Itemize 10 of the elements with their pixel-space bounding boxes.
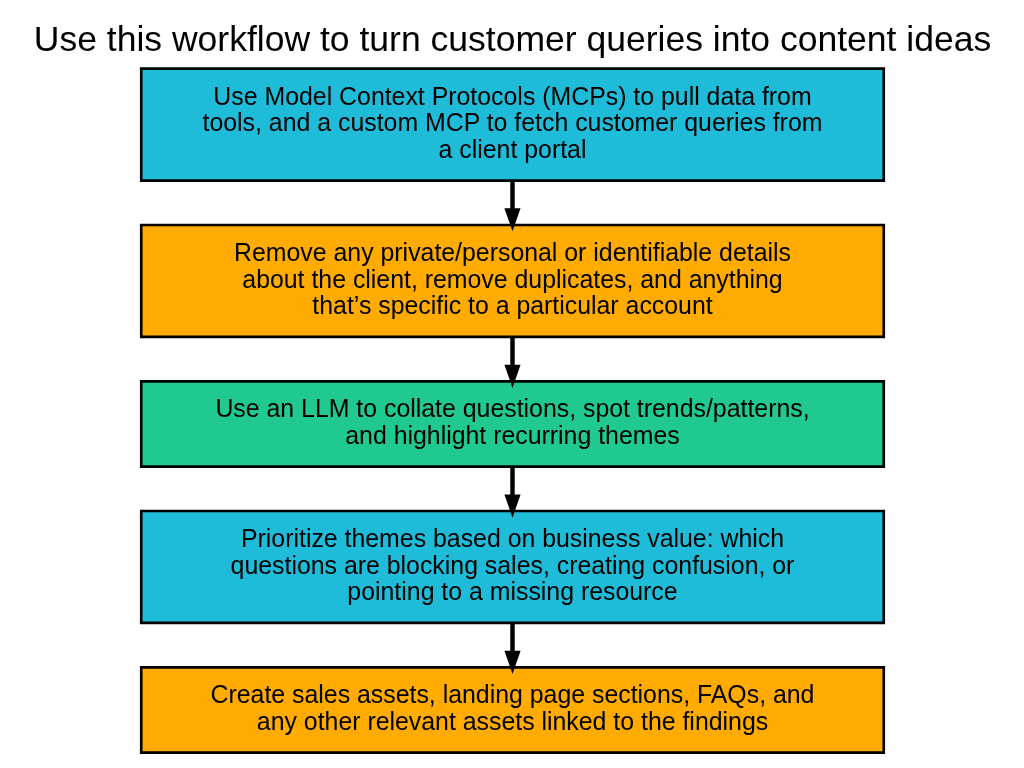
arrow bbox=[503, 466, 521, 518]
node-box: Remove any private/personal or identifiable details about the client, remove duplicates, and anything that’s specific to a particular account bbox=[139, 223, 885, 339]
node-box: Create sales assets, landing page sections, FAQs, and any other relevant assets linked to the findings bbox=[139, 666, 885, 754]
node-box: Use an LLM to collate questions, spot trends/patterns, and highlight recurring themes bbox=[139, 380, 885, 468]
arrow bbox=[503, 623, 521, 674]
node-box: Use Model Context Protocols (MCPs) to pull data from tools, and a custom MCP to fetch customer queries from a client portal bbox=[139, 67, 885, 182]
diagram-title: Use this workflow to turn customer queries into content ideas bbox=[33, 18, 991, 59]
arrow bbox=[503, 337, 521, 388]
node-box: Prioritize themes based on business value: which questions are blocking sales, creating confusion, or pointing to a missing resource bbox=[139, 509, 885, 625]
arrow bbox=[503, 180, 521, 232]
